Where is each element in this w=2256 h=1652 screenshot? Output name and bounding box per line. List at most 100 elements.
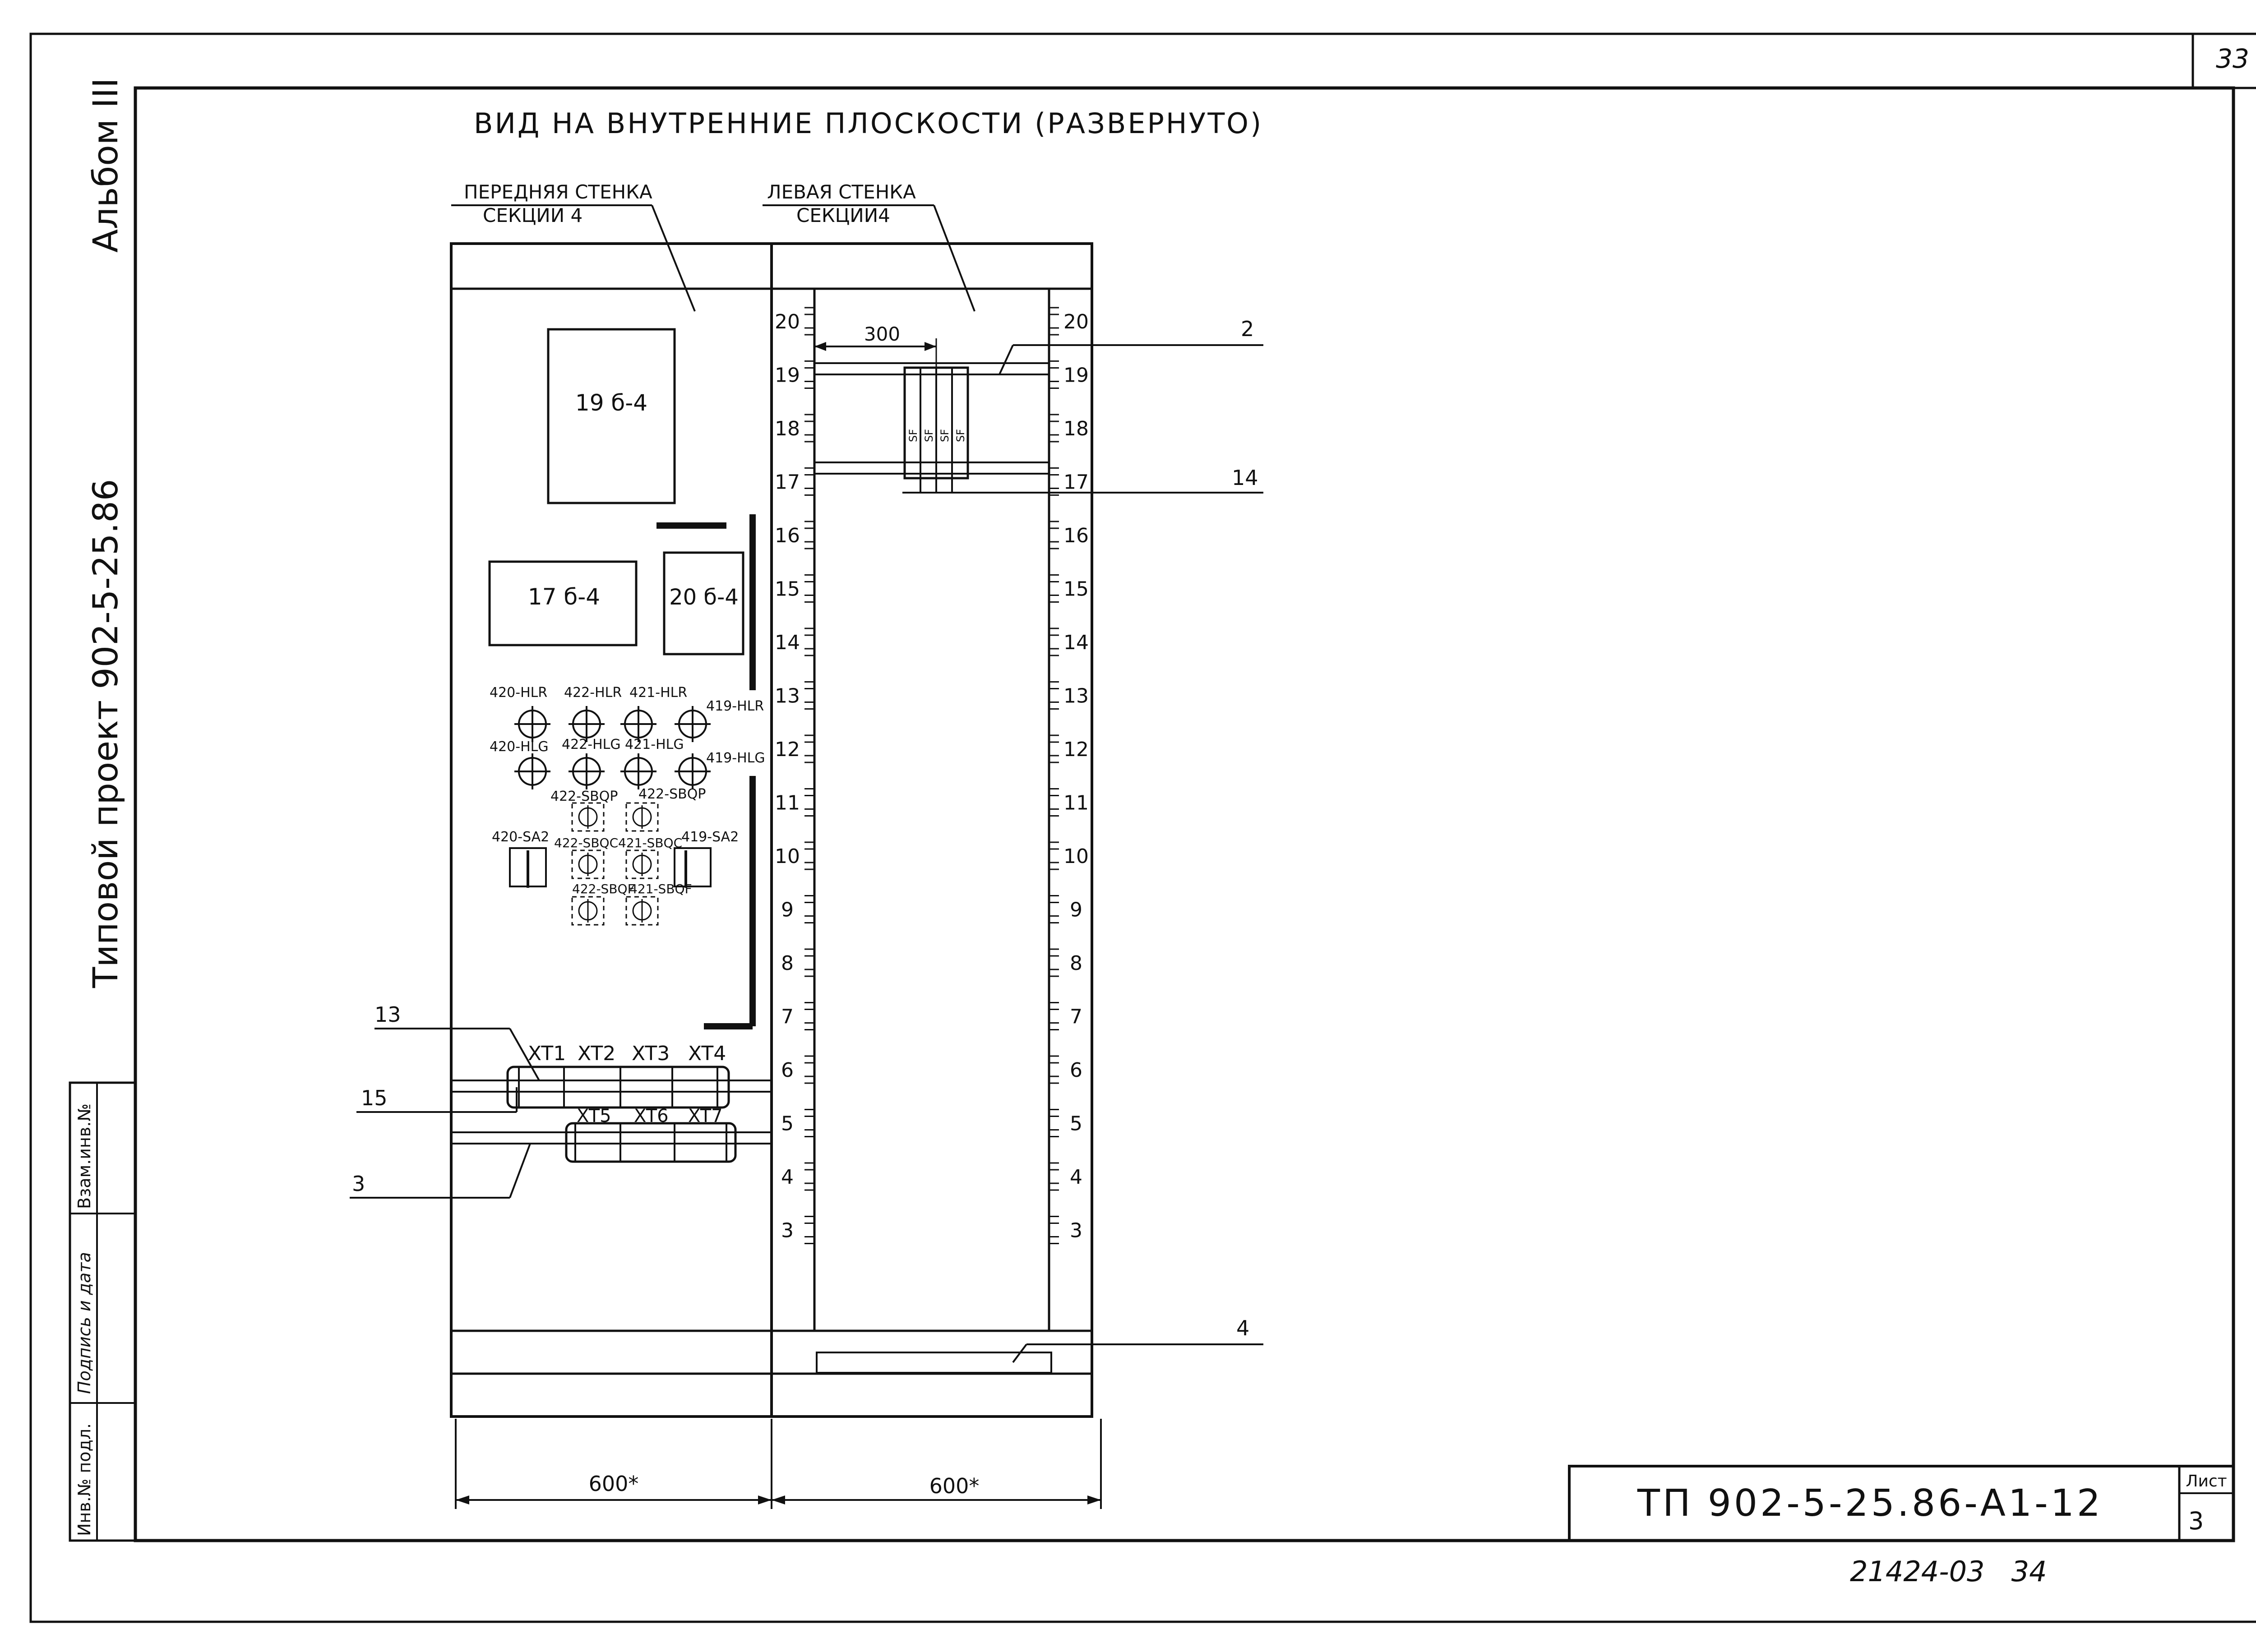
front-wall-label-1: ПЕРЕДНЯЯ СТЕНКА: [464, 181, 652, 203]
breaker-rails: [814, 362, 1049, 475]
stamp-cell-signature: Подпись и дата: [74, 1252, 94, 1394]
label-sbqc-1: 422-SBQC: [554, 835, 618, 850]
side-stamp: Взам.инв.№ Подпись и дата Инв.№ подл.: [69, 1081, 137, 1542]
label-420-hlr: 420-HLR: [490, 685, 547, 701]
front-wall-label-2: СЕКЦИИ 4: [483, 204, 582, 226]
scale-right-number: 18: [1063, 417, 1089, 440]
scale-left-number: 19: [775, 364, 800, 387]
breaker-sf-4: SF: [954, 429, 967, 442]
terminal-block-row2: XT5 XT6 XT7: [565, 1106, 737, 1163]
terminal-xt2: XT2: [578, 1042, 615, 1065]
list-header: Лист: [2186, 1472, 2227, 1490]
scale-left-number: 6: [781, 1059, 794, 1082]
left-wall-label-1: ЛЕВАЯ СТЕНКА: [767, 181, 916, 203]
scale-left-number: 10: [775, 845, 800, 868]
breaker-sf-3: SF: [938, 429, 951, 442]
lamp-420-hlr: [514, 706, 550, 742]
panel-box-19b4-label: 19 б-4: [575, 390, 647, 416]
scale-left-number: 15: [775, 578, 800, 601]
scale-left-number: 5: [781, 1112, 794, 1135]
buttons-sbqp: 422-SBQP 422-SBQP: [550, 786, 706, 832]
left-wall-label-2: СЕКЦИИ4: [796, 204, 890, 226]
dimension-300: 300: [814, 323, 937, 368]
scale-left-number: 18: [775, 417, 800, 440]
lamp-419-hlg: [675, 753, 711, 789]
dimension-300-label: 300: [864, 323, 900, 345]
label-422-hlg: 422-HLG: [562, 737, 621, 752]
callout-15: 15: [361, 1086, 388, 1110]
breaker-sf-1: SF: [907, 429, 920, 442]
scale-right-number: 13: [1063, 685, 1089, 708]
terminal-xt1: XT1: [528, 1042, 566, 1065]
buttons-sbqf: 422-SBQF 421-SBQF: [571, 881, 692, 926]
label-419-hlg: 419-HLG: [706, 750, 765, 766]
scale-right-number: 6: [1070, 1059, 1082, 1082]
bottom-dimensions: 600* 600*: [455, 1419, 1102, 1509]
scale-right-number: 7: [1070, 1006, 1082, 1029]
title-block: ТП 902-5-25.86-А1-12 Лист 3: [1568, 1465, 2235, 1542]
label-422-hlr: 422-HLR: [564, 685, 622, 701]
callout-13: 13: [374, 1002, 401, 1027]
scale-right-number: 20: [1063, 310, 1089, 333]
scale-right-number: 12: [1063, 738, 1089, 761]
callouts: 2 14 4 13 15 3: [350, 317, 1263, 1363]
lamp-422-hlg: [569, 753, 605, 789]
lamp-421-hlr: [620, 706, 656, 742]
panel-box-17b4: 17 б-4: [488, 560, 638, 646]
cabinet-outline: [450, 242, 1093, 1418]
scale-right-number: 17: [1063, 471, 1089, 494]
lamp-422-hlr: [569, 706, 605, 742]
label-sbqc-2: 421-SBQC: [618, 835, 682, 850]
label-420-hlg: 420-HLG: [490, 739, 549, 755]
scale-right-number: 8: [1070, 952, 1082, 975]
panel-box-19b4: 19 б-4: [547, 328, 676, 504]
dim-front-600: 600*: [589, 1472, 639, 1496]
lamps-hlg: 420-HLG 422-HLG 421-HLG 419-HLG: [490, 737, 765, 789]
page-number-top: 33: [2216, 43, 2249, 74]
buttons-sbqc: 422-SBQC 421-SBQC: [554, 835, 682, 879]
drawing-title: ВИД НА ВНУТРЕННИЕ ПЛОСКОСТИ (РАЗВЕРНУТО): [474, 107, 1263, 140]
lamp-420-hlg: [514, 753, 550, 789]
vertical-titles: Альбом III Типовой проект 902-5-25.86: [85, 78, 125, 988]
lamp-421-hlg: [620, 753, 656, 789]
scale-right-number: 14: [1063, 631, 1089, 654]
label-sbqf-2: 421-SBQF: [629, 881, 692, 896]
switches-sa2: 420-SA2 419-SA2: [492, 829, 739, 888]
album-label: Альбом III: [85, 78, 125, 253]
scale-left-number: 13: [775, 685, 800, 708]
label-421-hlg: 421-HLG: [625, 737, 684, 752]
breaker-sf-2: SF: [923, 429, 935, 442]
stamp-cell-replace: Взам.инв.№: [74, 1103, 94, 1209]
callout-3: 3: [352, 1172, 365, 1196]
terminal-xt4: XT4: [688, 1042, 726, 1065]
scale-right-number: 16: [1063, 524, 1089, 547]
scale-left-number: 17: [775, 471, 800, 494]
scale-right-number: 5: [1070, 1112, 1082, 1135]
dim-left-600: 600*: [929, 1474, 980, 1498]
list-number: 3: [2188, 1507, 2204, 1535]
callout-2: 2: [1241, 317, 1254, 341]
scale-right-number: 10: [1063, 845, 1089, 868]
scale-left-number: 9: [781, 899, 794, 922]
drawing-frame: [134, 86, 2235, 1542]
callout-4: 4: [1236, 1316, 1249, 1340]
panel-box-20b4: 20 б-4: [663, 551, 744, 655]
scale-right-number: 4: [1070, 1166, 1082, 1189]
designation: ТП 902-5-25.86-А1-12: [1637, 1482, 2103, 1525]
label-420-sa2: 420-SA2: [492, 829, 549, 845]
lamp-419-hlr: [675, 706, 711, 742]
outer-frame: [29, 32, 2256, 1623]
terminal-xt7: XT7: [688, 1106, 723, 1126]
scale-left-number: 16: [775, 524, 800, 547]
panel-box-20b4-label: 20 б-4: [669, 585, 739, 610]
scale-left-number: 11: [775, 792, 800, 815]
scale-right-number: 15: [1063, 578, 1089, 601]
terminal-xt6: XT6: [634, 1106, 669, 1126]
bottom-note: 21424-03 34: [1850, 1555, 2047, 1588]
scale-left-number: 3: [781, 1219, 794, 1242]
label-sbqp-1: 422-SBQP: [550, 789, 618, 804]
scale-left-number: 14: [775, 631, 800, 654]
